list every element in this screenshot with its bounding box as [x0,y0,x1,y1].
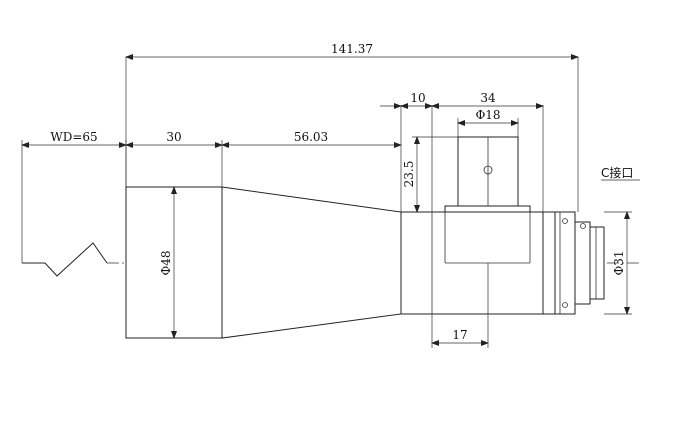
dim-knob-height: 23.5 [402,161,416,188]
dim-housing-offset: 10 [410,91,425,105]
tapered-body [221,186,402,339]
dim-front-length: 30 [166,130,181,144]
dim-total-length: 141.37 [331,42,373,56]
screw-bottom-icon [562,302,568,308]
dim-taper-length: 56.03 [294,130,328,144]
knob-base [444,205,531,213]
mount-label: C接口 [601,165,633,180]
knob-screw-icon [483,165,493,175]
dim-housing-width: 34 [480,91,496,105]
dim-knob-diameter: Φ18 [475,108,500,122]
dim-front-diameter: Φ48 [159,250,173,275]
mount-screw-icon [580,223,586,229]
object-break-line [22,242,108,277]
dim-mount-diameter: Φ31 [612,250,626,275]
screw-top-icon [562,218,568,224]
rear-flange [542,211,556,315]
dim-base-width: 17 [452,328,467,342]
rear-ring [554,211,576,315]
c-mount-thread [574,221,591,305]
dim-working-distance: WD=65 [50,130,97,144]
c-mount-face [589,226,605,300]
